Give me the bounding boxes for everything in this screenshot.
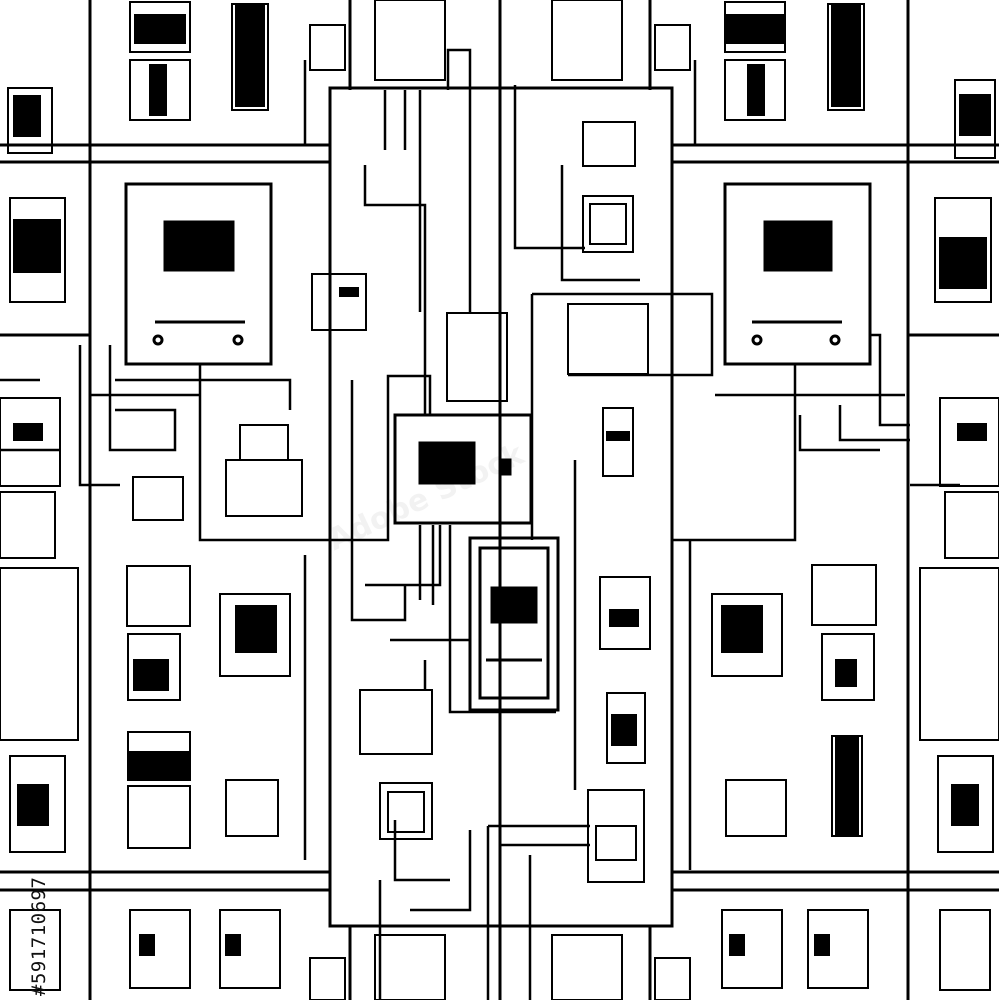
center-left-panel bbox=[328, 86, 502, 928]
center-meter-unit bbox=[393, 413, 533, 525]
left-meter-box bbox=[124, 182, 273, 366]
center-small-devices bbox=[311, 0, 651, 1000]
side-watermark-text: #591710697 bbox=[28, 876, 50, 996]
center-right-panel bbox=[498, 86, 674, 928]
wiring bbox=[0, 48, 960, 1000]
right-small-devices bbox=[654, 1, 999, 1000]
left-small-devices bbox=[0, 1, 346, 1000]
center-display-unit bbox=[468, 536, 560, 712]
side-watermark: #591710697 bbox=[4, 760, 50, 1000]
right-meter-box bbox=[723, 182, 872, 366]
